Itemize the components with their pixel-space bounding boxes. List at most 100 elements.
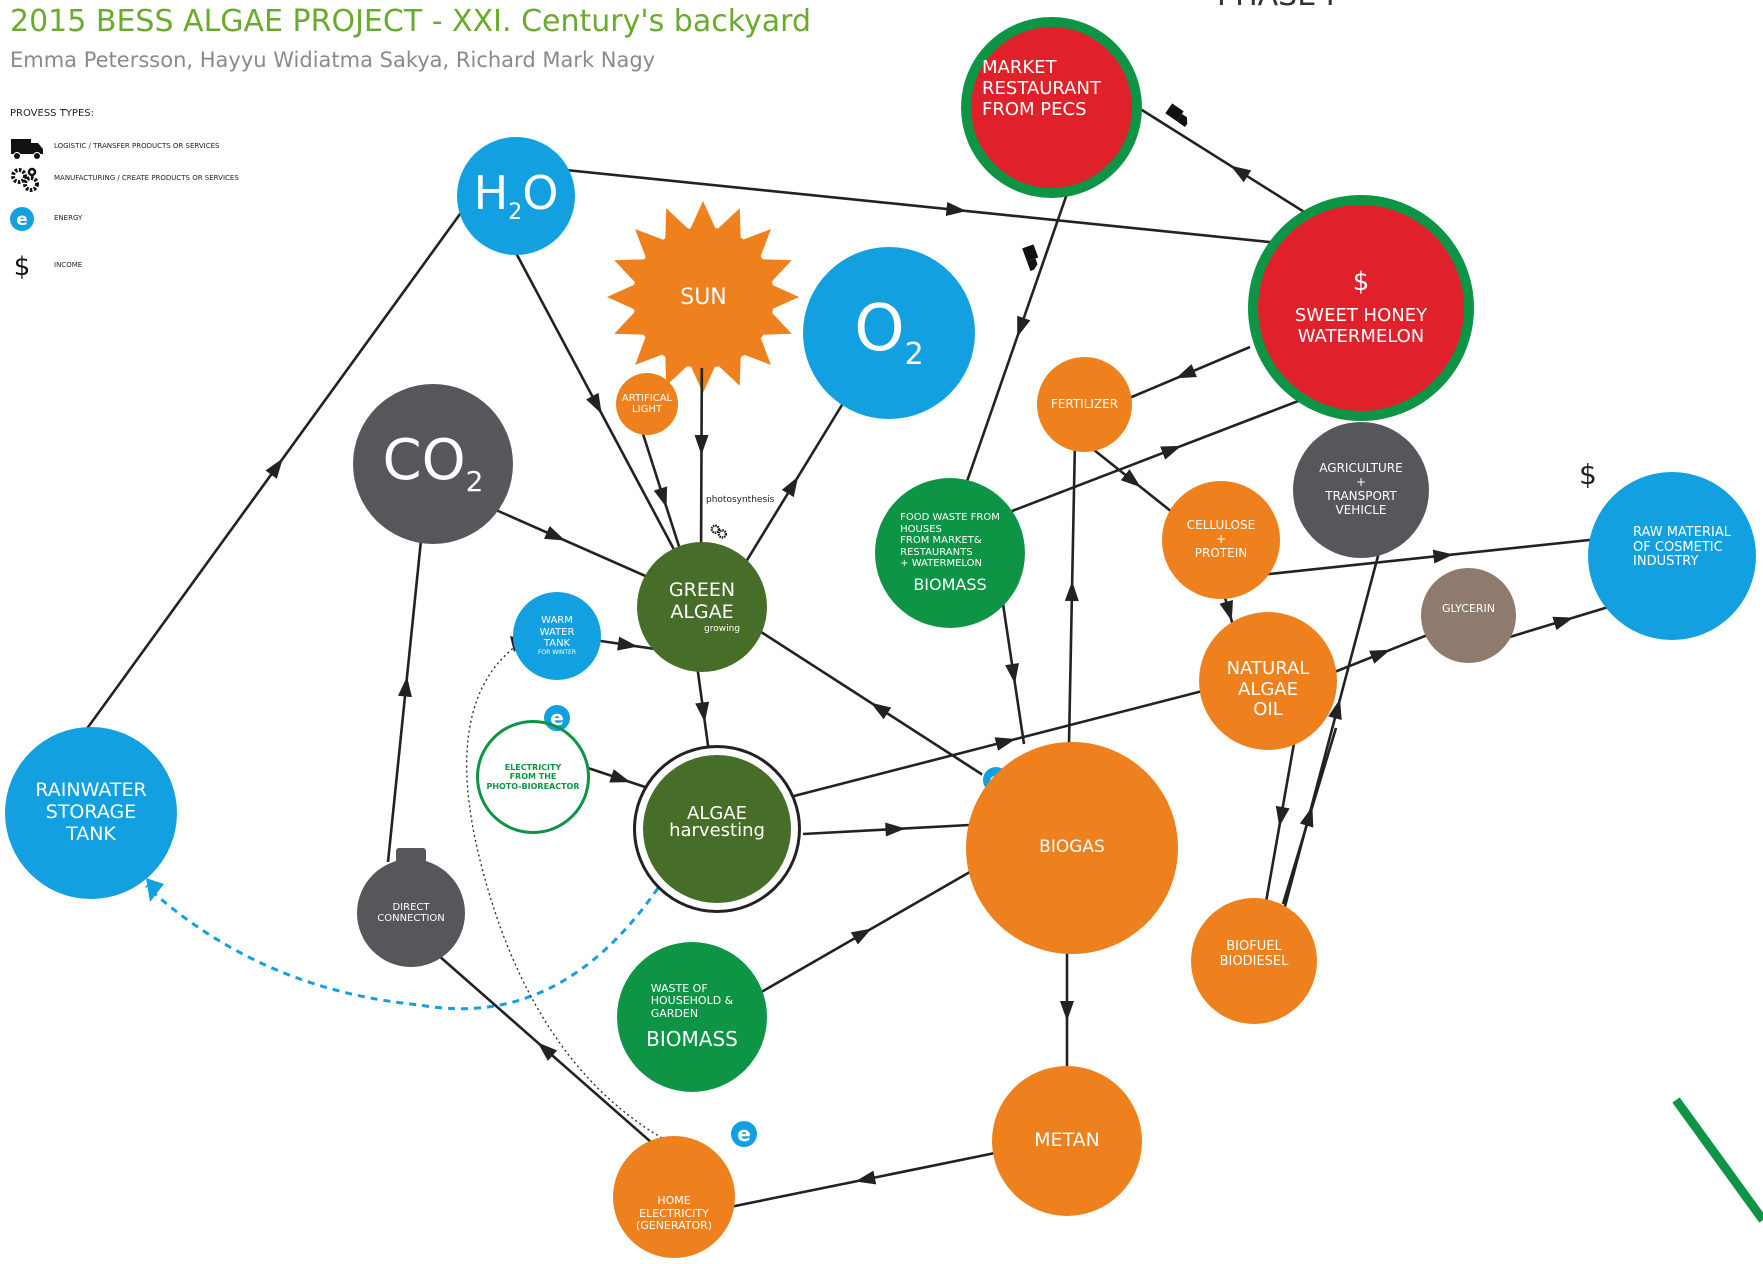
rainwater-tank-node: RAINWATER STORAGE TANK — [5, 727, 177, 899]
watermelon-label: SWEET HONEY WATERMELON — [1294, 305, 1428, 347]
h2o-node: H2O — [457, 137, 575, 255]
biogas-label: BIOGAS — [1039, 837, 1105, 858]
phase-label: PHASE I — [1217, 0, 1335, 13]
o2-subscript: 2 — [904, 337, 924, 373]
arrowhead-food-waste-to-biogas — [1005, 663, 1019, 684]
glycerin-label: GLYCERIN — [1441, 602, 1496, 616]
svg-text:e: e — [737, 1122, 751, 1146]
truck-icon — [1165, 103, 1188, 127]
arrowhead-biofuel-to-oil — [1299, 806, 1314, 828]
waste-household-label: WASTE OF HOUSEHOLD & GARDEN — [650, 981, 734, 1020]
home-electricity-node: HOME ELECTRICITY (GENERATOR) — [613, 1136, 735, 1258]
market-node: MARKET RESTAURANT FROM PECS — [971, 27, 1132, 188]
co2-subscript: 2 — [465, 465, 484, 499]
arrowhead-glycerin-to-raw — [1552, 616, 1574, 631]
electricity-pbr-label: ELECTRICITY FROM THE PHOTO-BIOREACTOR — [486, 763, 580, 791]
algae-harvesting-label: ALGAE — [687, 803, 747, 825]
o2-node: O2 — [803, 247, 975, 419]
o2-formula: O2 — [854, 293, 923, 372]
agriculture-node: AGRICULTURE + TRANSPORT VEHICLE — [1293, 422, 1429, 558]
artificial-light-label: ARTIFICAL LIGHT — [621, 392, 673, 416]
truck-icon — [11, 139, 43, 160]
gears-icon — [11, 167, 39, 192]
food-waste-label: FOOD WASTE FROM HOUSES FROM MARKET& REST… — [900, 512, 1000, 570]
dashed-arrowhead — [146, 878, 164, 902]
arrowhead-market-to-food-waste — [1017, 315, 1031, 337]
arrowhead-biogas-to-fertilizer — [1064, 581, 1079, 602]
biofuel-label: BIOFUEL BIODIESEL — [1219, 939, 1289, 969]
direct-connection-label: DIRECT CONNECTION — [377, 901, 445, 925]
arrowhead-sun-to-green-algae — [694, 434, 709, 455]
legend-label: ENERGY — [54, 214, 83, 222]
co2-node: CO2 — [353, 384, 513, 544]
market-label: MARKET RESTAURANT FROM PECS — [982, 57, 1101, 120]
warm-water-tank-label: WARM WATER TANK — [539, 615, 575, 650]
raw-material-node: RAW MATERIAL OF COSMETIC INDUSTRY — [1588, 472, 1756, 640]
arrowhead-direct-to-co2 — [398, 676, 412, 698]
arrowhead-home-to-direct — [537, 1042, 558, 1061]
arrowhead-rainwater-to-h2o — [265, 458, 283, 479]
legend-label: INCOME — [54, 261, 83, 269]
energy-icon: e — [729, 1119, 759, 1149]
green-algae-label: GREEN ALGAE — [668, 578, 736, 623]
green-algae-node: GREEN ALGAE growing — [637, 542, 767, 672]
legend-label: LOGISTIC / TRANSFER PRODUCTS OR SERVICES — [54, 142, 220, 150]
cellulose-label: CELLULOSE + PROTEIN — [1186, 518, 1256, 560]
biogas-node: BIOGAS — [966, 742, 1178, 954]
arrowhead-artificial-light-to-algae — [653, 486, 668, 508]
glycerin-node: GLYCERIN — [1421, 568, 1516, 663]
h2o-tail: O — [522, 165, 559, 220]
warm-water-tank-sub: FOR WINTER — [537, 648, 577, 656]
food-waste-sub: BIOMASS — [913, 574, 987, 594]
green-accent-line — [1672, 1097, 1763, 1223]
arrowhead-fertilizer-to-cellulose — [1120, 469, 1141, 488]
arrowhead-warm-water-to-algae — [617, 636, 638, 651]
sun-label: SUN — [680, 284, 727, 310]
h2o-formula: H2O — [473, 165, 559, 225]
fertilizer-label: FERTILIZER — [1050, 396, 1119, 411]
arrowhead-co2-to-algae — [544, 526, 566, 541]
h2o-subscript: 2 — [508, 199, 523, 225]
artificial-light-node: ARTIFICAL LIGHT — [616, 373, 678, 435]
gears-icon — [710, 524, 728, 539]
truck-icon — [1022, 244, 1039, 271]
arrowhead-h2o-to-green-algae — [586, 392, 602, 414]
legend-label: MANUFACTURING / CREATE PRODUCTS OR SERVI… — [54, 174, 239, 182]
co2-main: CO — [382, 428, 466, 494]
arrowhead-biogas-to-metan — [1060, 1001, 1074, 1021]
watermelon-node: $ SWEET HONEY WATERMELON — [1258, 205, 1464, 411]
dollar-icon: $ — [1352, 267, 1370, 298]
direct-connection-node: DIRECT CONNECTION — [357, 859, 465, 967]
rainwater-label: RAINWATER STORAGE TANK — [35, 779, 147, 845]
electricity-pbr-node: ELECTRICITY FROM THE PHOTO-BIOREACTOR — [476, 720, 590, 834]
svg-text:$: $ — [14, 253, 31, 279]
arrowhead-cellulose-to-raw — [1432, 549, 1454, 564]
arrowhead-harvest-to-biogas — [885, 822, 906, 837]
arrowhead-h2o-to-watermelon — [945, 202, 967, 216]
income-dollar-symbol: $ — [1579, 458, 1597, 491]
arrowhead-oil-to-glycerin — [1369, 649, 1391, 664]
arrowhead-waste-to-biogas — [850, 928, 872, 945]
cellulose-node: CELLULOSE + PROTEIN — [1162, 481, 1280, 599]
h2o-main: H — [473, 165, 509, 220]
arrowhead-pbr-to-harvest — [609, 769, 631, 783]
arrowhead-green-algae-to-harvest — [695, 701, 710, 723]
metan-label: METAN — [1034, 1129, 1100, 1152]
sun-node: SUN — [633, 227, 774, 368]
metan-node: METAN — [992, 1066, 1142, 1216]
author-list: Emma Petersson, Hayyu Widiatma Sakya, Ri… — [10, 48, 656, 72]
agriculture-label: AGRICULTURE + TRANSPORT VEHICLE — [1319, 461, 1403, 517]
raw-material-label: RAW MATERIAL OF COSMETIC INDUSTRY — [1633, 524, 1731, 570]
waste-household-sub: BIOMASS — [646, 1027, 738, 1052]
arrowhead-oil-to-biofuel — [1275, 805, 1290, 827]
warm-water-tank-node: WARM WATER TANK FOR WINTER — [513, 592, 601, 680]
arrowhead-watermelon-to-fertilizer — [1175, 364, 1197, 379]
home-electricity-label: HOME ELECTRICITY (GENERATOR) — [635, 1194, 713, 1233]
arrowhead-biogas-to-green-algae — [870, 702, 892, 720]
arrowhead-watermelon-to-market — [1230, 165, 1252, 183]
o2-main: O — [854, 292, 905, 367]
food-waste-node: FOOD WASTE FROM HOUSES FROM MARKET& REST… — [875, 478, 1025, 628]
arrowhead-o2-from-algae — [781, 476, 799, 498]
natural-algae-oil-node: NATURAL ALGAE OIL — [1199, 612, 1337, 750]
